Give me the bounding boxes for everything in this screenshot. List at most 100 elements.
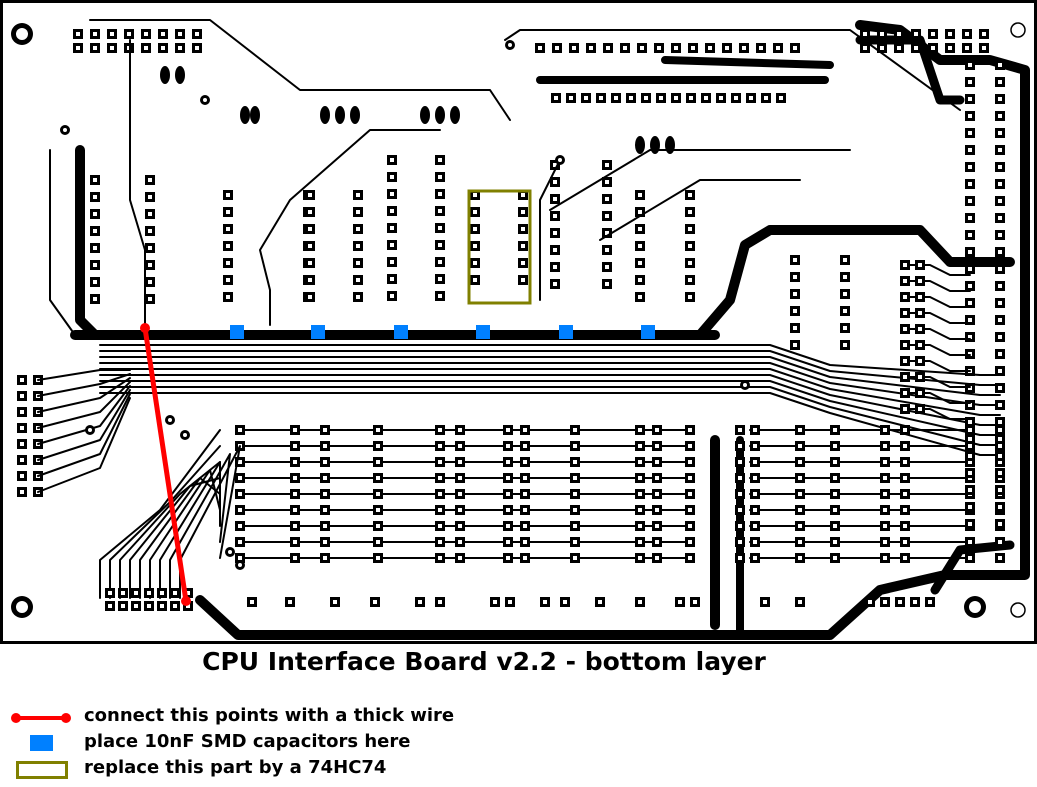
- bus-trace: [904, 344, 971, 356]
- pad-hole: [76, 32, 80, 36]
- pad-hole: [195, 46, 199, 50]
- pad-hole: [356, 261, 360, 265]
- pad-hole: [798, 540, 802, 544]
- pad-hole: [968, 556, 972, 560]
- pad-hole: [148, 297, 152, 301]
- pad-hole: [390, 277, 394, 281]
- pad-hole: [308, 278, 312, 282]
- pad-hole: [883, 460, 887, 464]
- pad-hole: [998, 318, 1002, 322]
- replace-part-box: [467, 189, 532, 305]
- bus-trace: [37, 385, 131, 445]
- pad-hole: [998, 352, 1002, 356]
- pad-hole: [553, 197, 557, 201]
- mounting-hole-center: [16, 601, 28, 613]
- pad-hole: [638, 244, 642, 248]
- pad-hole: [458, 508, 462, 512]
- pad-hole: [903, 407, 907, 411]
- pad-hole: [148, 246, 152, 250]
- pad-hole: [638, 492, 642, 496]
- pad-hole: [605, 197, 609, 201]
- mounting-hole-center: [16, 28, 28, 40]
- pad-hole: [998, 540, 1002, 544]
- pad-hole: [238, 476, 242, 480]
- capacitor-placement: [476, 325, 490, 339]
- data-trace: [179, 445, 241, 599]
- pad-hole: [186, 604, 190, 608]
- pad-hole: [323, 444, 327, 448]
- pad-hole: [238, 508, 242, 512]
- pad-hole: [655, 476, 659, 480]
- capacitor-placement: [559, 325, 573, 339]
- pad-hole: [553, 248, 557, 252]
- round-pad: [250, 106, 260, 124]
- pad-hole: [998, 522, 1002, 526]
- pad-hole: [148, 195, 152, 199]
- pad-hole: [843, 292, 847, 296]
- pad-hole: [147, 591, 151, 595]
- pad-hole: [438, 260, 442, 264]
- pad-hole: [572, 46, 576, 50]
- pad-hole: [523, 556, 527, 560]
- pad-hole: [638, 476, 642, 480]
- pad-hole: [883, 428, 887, 432]
- pad-hole: [584, 96, 588, 100]
- pad-hole: [293, 524, 297, 528]
- pad-hole: [998, 216, 1002, 220]
- pad-hole: [93, 178, 97, 182]
- wire-endpoint: [181, 596, 191, 606]
- pad-hole: [573, 460, 577, 464]
- pad-hole: [93, 297, 97, 301]
- pad-hole: [655, 492, 659, 496]
- pad-hole: [20, 442, 24, 446]
- pad-hole: [553, 163, 557, 167]
- mounting-hole-ring: [1010, 22, 1026, 38]
- pad-hole: [333, 600, 337, 604]
- pad-hole: [918, 407, 922, 411]
- pad-hole: [93, 263, 97, 267]
- pad-hole: [793, 46, 797, 50]
- pad-hole: [753, 492, 757, 496]
- pad-hole: [759, 46, 763, 50]
- bus-trace: [904, 328, 971, 340]
- pad-hole: [226, 261, 230, 265]
- pad-hole: [238, 460, 242, 464]
- pad-hole: [558, 158, 562, 162]
- pad-hole: [965, 32, 969, 36]
- pad-hole: [605, 248, 609, 252]
- pad-hole: [998, 301, 1002, 305]
- pad-hole: [20, 458, 24, 462]
- pad-hole: [948, 46, 952, 50]
- pad-hole: [982, 46, 986, 50]
- pad-hole: [438, 476, 442, 480]
- bus-trace: [904, 360, 971, 372]
- legend-label: connect this points with a thick wire: [84, 705, 455, 726]
- pad-hole: [833, 428, 837, 432]
- bus-trace: [904, 312, 971, 324]
- pad-hole: [108, 591, 112, 595]
- pad-hole: [688, 540, 692, 544]
- pad-hole: [638, 600, 642, 604]
- pad-hole: [458, 460, 462, 464]
- trace: [49, 149, 76, 336]
- pad-hole: [688, 210, 692, 214]
- pad-hole: [688, 444, 692, 448]
- pad-hole: [638, 193, 642, 197]
- pad-hole: [521, 261, 525, 265]
- pad-hole: [968, 318, 972, 322]
- pad-hole: [998, 250, 1002, 254]
- pad-hole: [659, 96, 663, 100]
- pad-hole: [523, 524, 527, 528]
- pad-hole: [390, 209, 394, 213]
- pad-hole: [998, 488, 1002, 492]
- pad-hole: [293, 540, 297, 544]
- pad-hole: [798, 492, 802, 496]
- pad-hole: [638, 524, 642, 528]
- pad-hole: [798, 556, 802, 560]
- pad-hole: [323, 476, 327, 480]
- pad-hole: [203, 98, 207, 102]
- pad-hole: [742, 46, 746, 50]
- pad-hole: [903, 359, 907, 363]
- pad-hole: [63, 128, 67, 132]
- pad-hole: [638, 444, 642, 448]
